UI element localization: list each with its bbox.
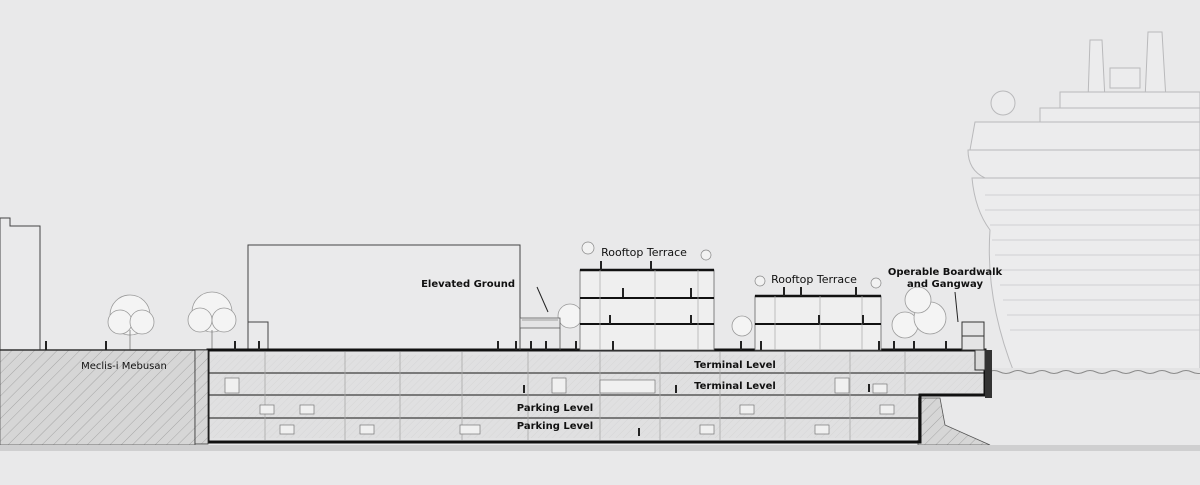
label-terminal-level-2: Terminal Level [694, 381, 776, 392]
terminal-building-1 [579, 268, 715, 351]
cruise-ship [967, 31, 1200, 376]
bottom-ground [0, 445, 1200, 451]
label-street: Meclis-i Mebusan [81, 361, 167, 372]
label-parking-level-1: Parking Level [517, 403, 593, 414]
left-earth [0, 349, 196, 446]
rooftop-planters [581, 241, 882, 289]
label-rooftop-terrace-1: Rooftop Terrace [601, 246, 687, 259]
label-terminal-level-1: Terminal Level [694, 360, 776, 371]
label-boardwalk-line1: Operable Boardwalk [888, 267, 1003, 278]
elevated-ground-platform [519, 317, 561, 350]
label-rooftop-terrace-2: Rooftop Terrace [771, 273, 857, 286]
gangway-structure [961, 321, 986, 371]
street-trees [107, 286, 947, 350]
label-boardwalk-line2: and Gangway [907, 279, 983, 290]
elevated-ground-leader [536, 286, 549, 313]
label-elevated-ground: Elevated Ground [421, 279, 515, 290]
label-parking-level-2: Parking Level [517, 421, 593, 432]
people-figures [45, 261, 947, 350]
gangway-leader [954, 291, 959, 323]
underground-structure [194, 348, 992, 445]
